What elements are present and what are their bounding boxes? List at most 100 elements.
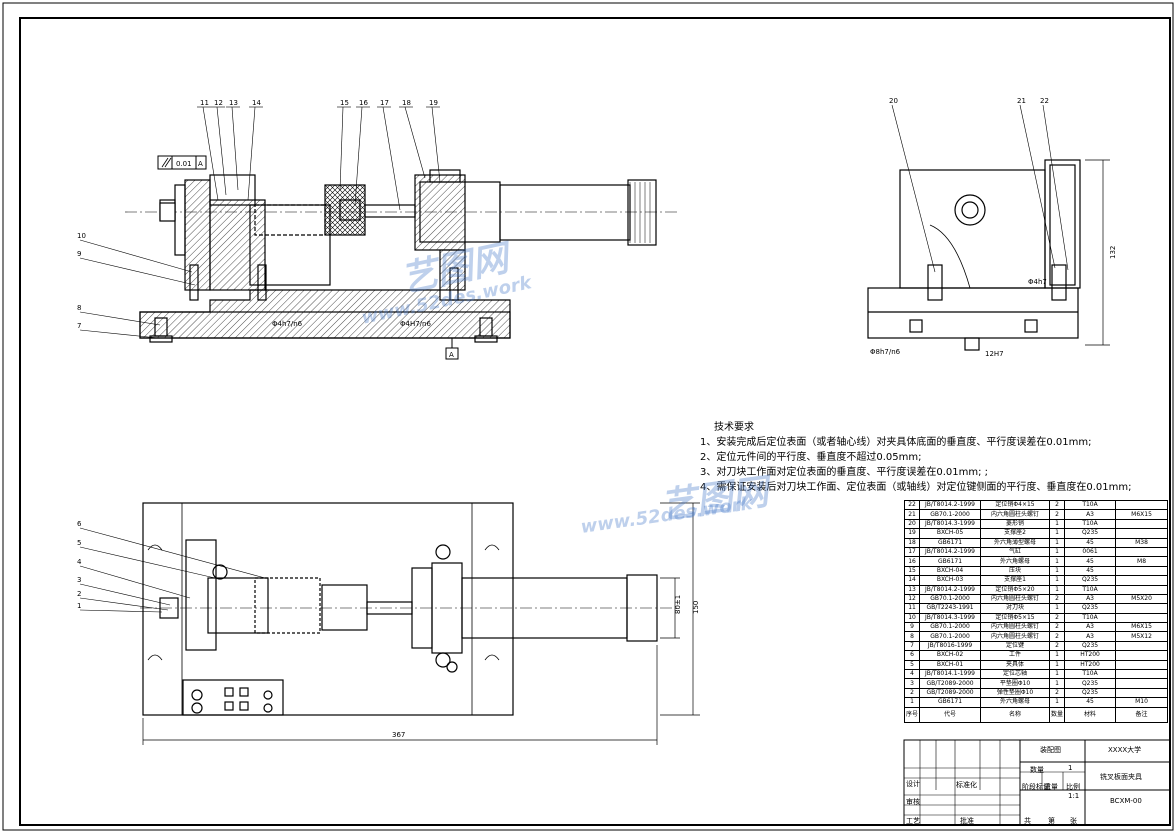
balloon-top-18-leader xyxy=(404,106,426,179)
bom-cell: T10A xyxy=(1064,499,1117,511)
bom-cell xyxy=(1115,650,1168,661)
bom-cell: Q235 xyxy=(1064,640,1117,652)
balloon-left-10: 10 xyxy=(77,232,86,240)
bom-cell: 定位销Φ5×20 xyxy=(980,584,1051,595)
tb-weight-label: 重量 xyxy=(1044,783,1058,791)
bom-cell: M5X20 xyxy=(1115,593,1168,605)
bom-cell: 外六角薄型螺母 xyxy=(980,537,1051,548)
fit-label-3: Φ4h7 xyxy=(1028,278,1047,286)
bom-cell: 45 xyxy=(1064,556,1117,567)
balloon-top-14-leader xyxy=(247,106,256,201)
dim-132 xyxy=(1085,159,1110,346)
balloon-plan-3: 3 xyxy=(77,576,81,584)
plan-view xyxy=(140,502,680,716)
bom-cell: BXCH-04 xyxy=(919,565,982,577)
bom-cell: GB/T2089-2000 xyxy=(919,678,982,689)
tb-code: BCXM-00 xyxy=(1110,797,1142,805)
bom-cell: 平垫圈Φ10 xyxy=(980,678,1051,689)
bom-header-cell: 材料 xyxy=(1064,706,1117,723)
bom-cell: 2 xyxy=(1049,640,1066,652)
bom-cell xyxy=(1115,687,1168,699)
bom-cell: M8 xyxy=(1115,556,1168,567)
balloon-plan-4-leader xyxy=(79,565,191,599)
bom-cell: T10A xyxy=(1064,612,1117,624)
bom-cell: 13 xyxy=(903,584,921,595)
bom-cell: 3 xyxy=(903,678,921,689)
dim-150 xyxy=(660,502,700,716)
balloon-side-22: 22 xyxy=(1040,97,1049,105)
bom-cell: T10A xyxy=(1064,518,1117,530)
bom-cell: 弹性垫圈Φ10 xyxy=(980,687,1051,699)
bom-cell: 内六角圆柱头螺钉 xyxy=(980,622,1051,633)
bom-cell: 压块 xyxy=(980,565,1051,577)
bom-cell: 1 xyxy=(1049,603,1066,614)
balloon-plan-3-leader xyxy=(79,583,171,606)
balloon-top-13: 13 xyxy=(229,99,238,107)
bom-cell: GB70.1-2000 xyxy=(919,631,982,642)
tb-stage-label: 阶段标记 xyxy=(1022,783,1050,791)
bom-cell: 14 xyxy=(903,575,921,586)
balloon-top-19: 19 xyxy=(429,99,438,107)
tech-line-2: 2、定位元件间的平行度、垂直度不超过0.05mm; xyxy=(700,452,922,463)
bom-cell: 支撑座2 xyxy=(980,528,1051,539)
bom-cell: 7 xyxy=(903,640,921,652)
balloon-top-14: 14 xyxy=(252,99,261,107)
bom-cell: GB6171 xyxy=(919,537,982,548)
bom-cell: 内六角圆柱头螺钉 xyxy=(980,509,1051,520)
tb-qty: 1 xyxy=(1068,764,1073,772)
balloon-top-11: 11 xyxy=(200,99,209,107)
balloon-plan-5-leader xyxy=(79,546,216,579)
bom-cell: 0061 xyxy=(1064,546,1117,558)
balloon-side-21: 21 xyxy=(1017,97,1026,105)
perp-datum: A xyxy=(198,160,203,168)
bom-header-row: 序号代号名称数量材料备注 xyxy=(903,706,1168,723)
bom-cell: Q235 xyxy=(1064,575,1117,586)
bom-cell: 1 xyxy=(1049,678,1066,689)
balloon-top-13-leader xyxy=(231,106,239,191)
bom-cell: 2 xyxy=(1049,593,1066,605)
technical-requirements: 技术要求 1、安装完成后定位表面（或者轴心线）对夹具体底面的垂直度、平行度误差在… xyxy=(700,420,1131,495)
balloon-left-9-leader xyxy=(79,257,196,286)
balloon-left-7-leader xyxy=(79,329,159,339)
tb-design: 设计 xyxy=(906,780,920,788)
balloon-side-20-leader xyxy=(891,104,936,273)
tb-check: 审核 xyxy=(906,798,920,806)
bom-cell: 1 xyxy=(1049,537,1066,548)
bom-cell: 内六角圆柱头螺钉 xyxy=(980,631,1051,642)
balloon-side-22-leader xyxy=(1042,104,1069,271)
bom-cell: 工件 xyxy=(980,650,1051,661)
bom-cell: 菱形销 xyxy=(980,518,1051,530)
bom-cell: JB/T8014.3-1999 xyxy=(919,518,982,530)
bom-cell: 2 xyxy=(903,687,921,699)
bom-cell: 定位键 xyxy=(980,640,1051,652)
bom-cell xyxy=(1115,546,1168,558)
balloon-side-21-leader xyxy=(1019,104,1056,269)
bom-cell: A3 xyxy=(1064,509,1117,520)
tb-drawing: 装配图 xyxy=(1040,746,1061,754)
tb-qty-label: 数量 xyxy=(1030,766,1044,774)
balloon-top-18: 18 xyxy=(402,99,411,107)
balloon-top-15: 15 xyxy=(340,99,349,107)
bom-cell xyxy=(1115,640,1168,652)
bom-cell: 定位销Φ4×15 xyxy=(980,499,1051,511)
tech-line-3: 3、对刀块工作面对定位表面的垂直度、平行度误差在0.01mm; ; xyxy=(700,467,989,478)
balloon-plan-6: 6 xyxy=(77,520,82,528)
fit-label-1: Φ4h7/n6 xyxy=(272,320,303,328)
bom-cell: 1 xyxy=(1049,518,1066,530)
bom-cell: 定位芯轴 xyxy=(980,669,1051,680)
